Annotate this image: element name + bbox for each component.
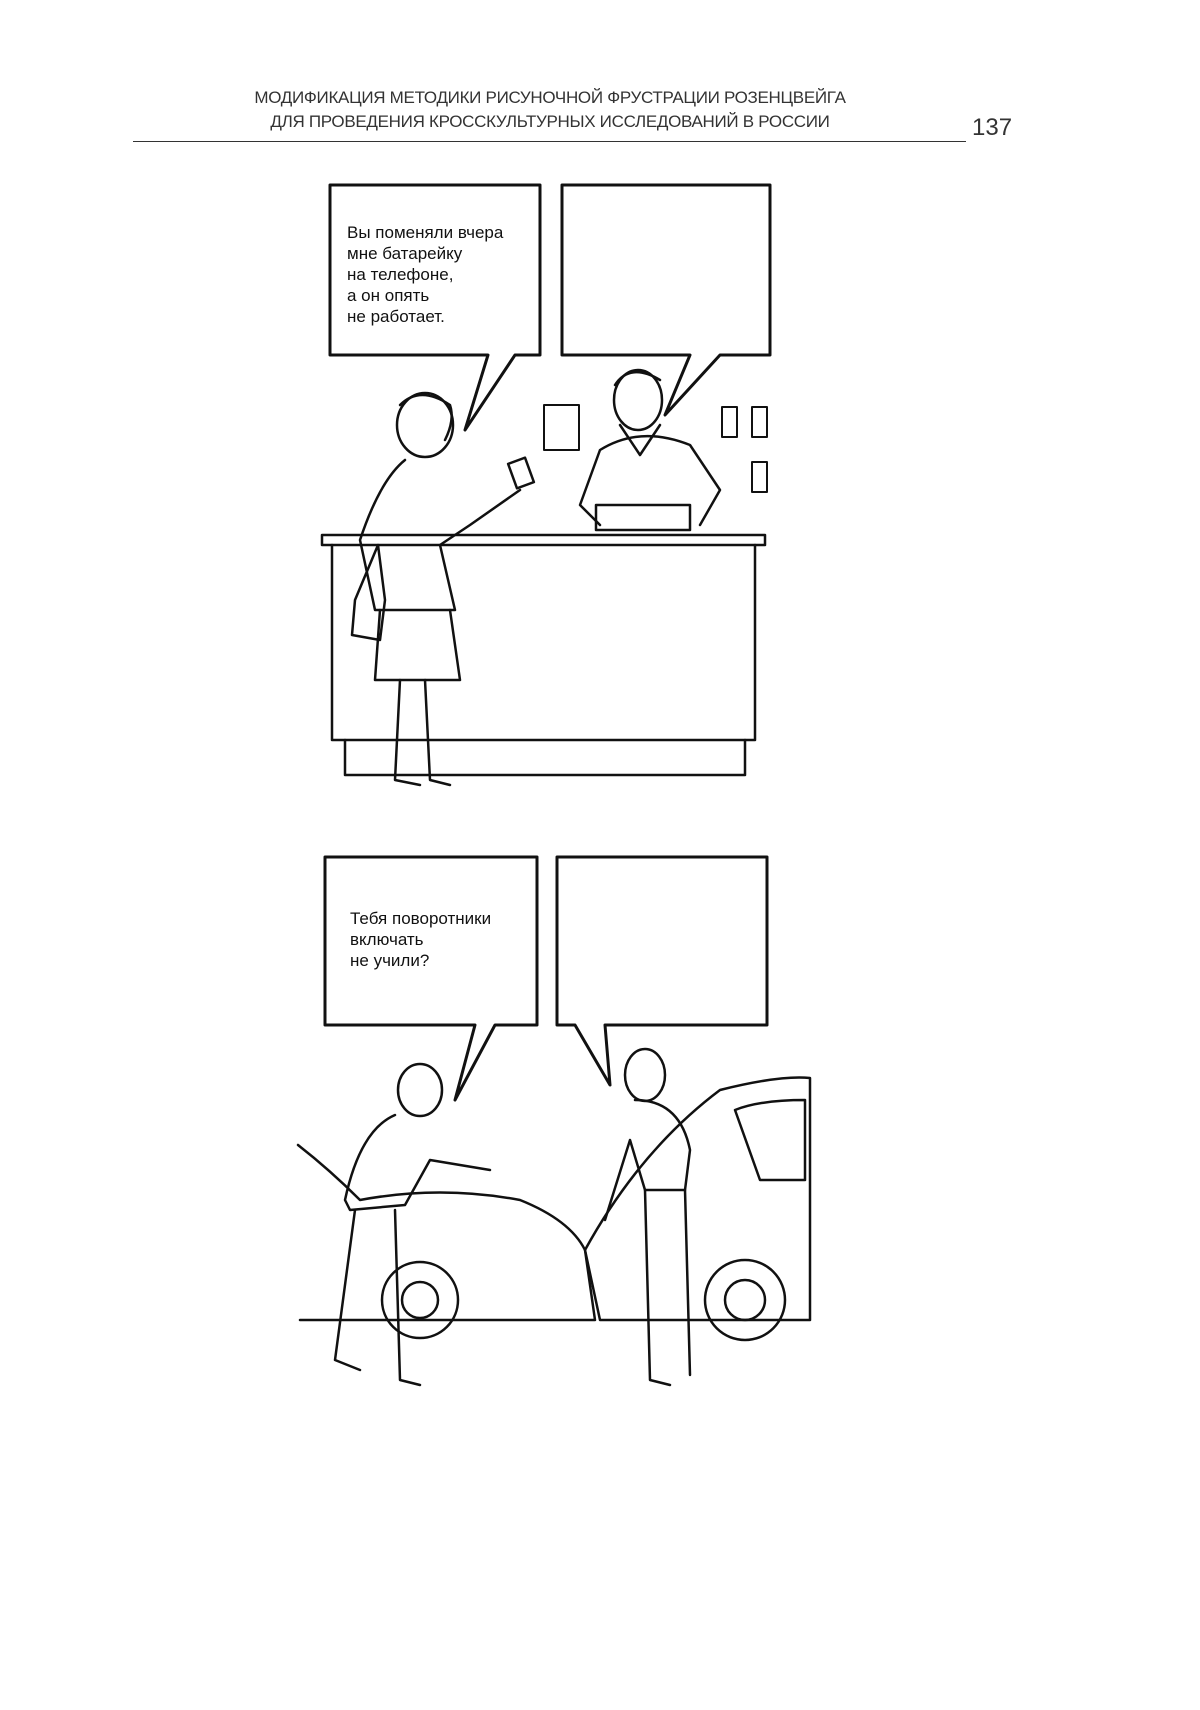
speech-bubble-driver	[323, 855, 539, 1102]
header-rule	[133, 141, 966, 142]
scene-1-illustration	[320, 183, 772, 787]
speech-bubble-customer	[328, 183, 542, 432]
customer-figure	[350, 391, 536, 787]
scene-2-illustration	[296, 855, 812, 1387]
clerk-figure	[578, 368, 722, 532]
driver-figure	[333, 1062, 492, 1387]
page-number: 137	[972, 114, 1013, 141]
running-header-line-2: ДЛЯ ПРОВЕДЕНИЯ КРОССКУЛЬТУРНЫХ ИССЛЕДОВА…	[270, 112, 830, 131]
driver-speech-text: Тебя поворотники включать не учили?	[350, 909, 492, 970]
other-driver-figure	[603, 1047, 692, 1387]
customer-speech-text: Вы поменяли вчера мне батарейку на телеф…	[347, 223, 504, 326]
running-header-line-1: МОДИФИКАЦИЯ МЕТОДИКИ РИСУНОЧНОЙ ФРУСТРАЦ…	[254, 88, 846, 107]
reply-bubble-clerk-empty[interactable]	[560, 183, 772, 417]
service-counter	[320, 533, 767, 777]
reply-bubble-other-driver-empty[interactable]	[555, 855, 769, 1087]
car-right	[583, 1076, 812, 1342]
car-left	[296, 1143, 597, 1340]
